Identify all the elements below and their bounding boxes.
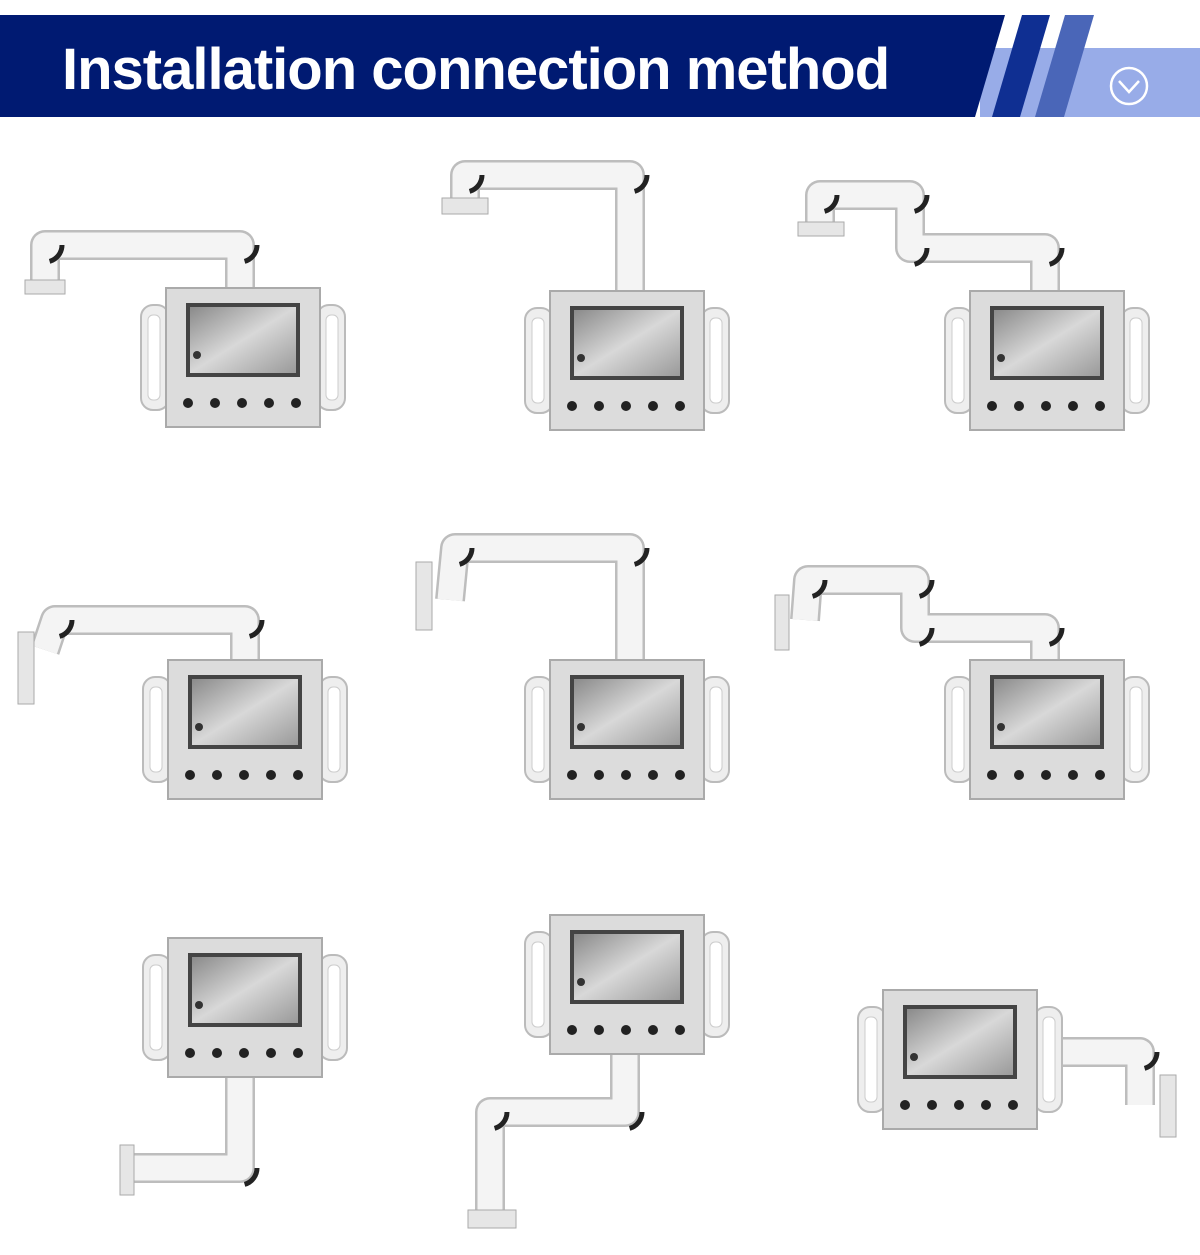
enclosure-arm-double-elbow-ceiling <box>944 290 1150 431</box>
enclosure-arm-side-wall <box>857 989 1063 1130</box>
elbow-joint <box>605 1092 645 1132</box>
mounting-arm <box>17 600 265 705</box>
mounting-arm <box>797 175 1065 292</box>
mounting-arm <box>24 225 260 295</box>
elbow-joint <box>25 225 65 265</box>
mounting-arm <box>119 1075 260 1196</box>
elbow-joint <box>800 175 840 215</box>
enclosure-arm-top-side-ceiling <box>140 287 346 428</box>
mounting-base <box>415 561 433 631</box>
page-title: Installation connection method <box>62 37 890 102</box>
mounting-base <box>24 279 66 295</box>
elbow-joint <box>1025 228 1065 268</box>
mounting-base <box>17 631 35 705</box>
elbow-joint <box>610 528 650 568</box>
mounting-base <box>797 221 845 237</box>
elbow-joint <box>35 600 75 640</box>
enclosure-arm-bottom-floor-center <box>524 914 730 1055</box>
mounting-arm <box>415 528 650 660</box>
mounting-arm <box>441 155 650 292</box>
header-background <box>0 15 1200 117</box>
enclosure-arm-top-center-ceiling <box>524 290 730 431</box>
enclosure-arm-top-side-wall <box>142 659 348 800</box>
elbow-joint <box>220 225 260 265</box>
elbow-joint <box>890 228 930 268</box>
elbow-joint <box>220 1148 260 1188</box>
mounting-base <box>774 594 790 651</box>
elbow-joint <box>225 600 265 640</box>
mounting-arm <box>467 1050 645 1229</box>
mounting-base <box>441 197 489 215</box>
elbow-joint <box>1025 608 1065 648</box>
elbow-joint <box>895 560 935 600</box>
elbow-joint <box>788 560 828 600</box>
chevron-down-circle-icon[interactable] <box>1109 66 1149 106</box>
elbow-joint <box>895 608 935 648</box>
enclosure-arm-top-center-wall <box>524 659 730 800</box>
enclosure-arm-double-elbow-wall <box>944 659 1150 800</box>
header-banner: Installation connection method <box>0 0 1200 120</box>
enclosure-arm-bottom-floor-side <box>142 937 348 1078</box>
elbow-joint <box>1120 1032 1160 1072</box>
elbow-joint <box>470 1092 510 1132</box>
elbow-joint <box>890 175 930 215</box>
mounting-arm <box>1050 1032 1177 1138</box>
elbow-joint <box>435 528 475 568</box>
elbow-joint <box>445 155 485 195</box>
mounting-arm <box>774 560 1065 660</box>
mounting-base <box>467 1209 517 1229</box>
mounting-base <box>1159 1074 1177 1138</box>
elbow-joint <box>610 155 650 195</box>
mounting-base <box>119 1144 135 1196</box>
